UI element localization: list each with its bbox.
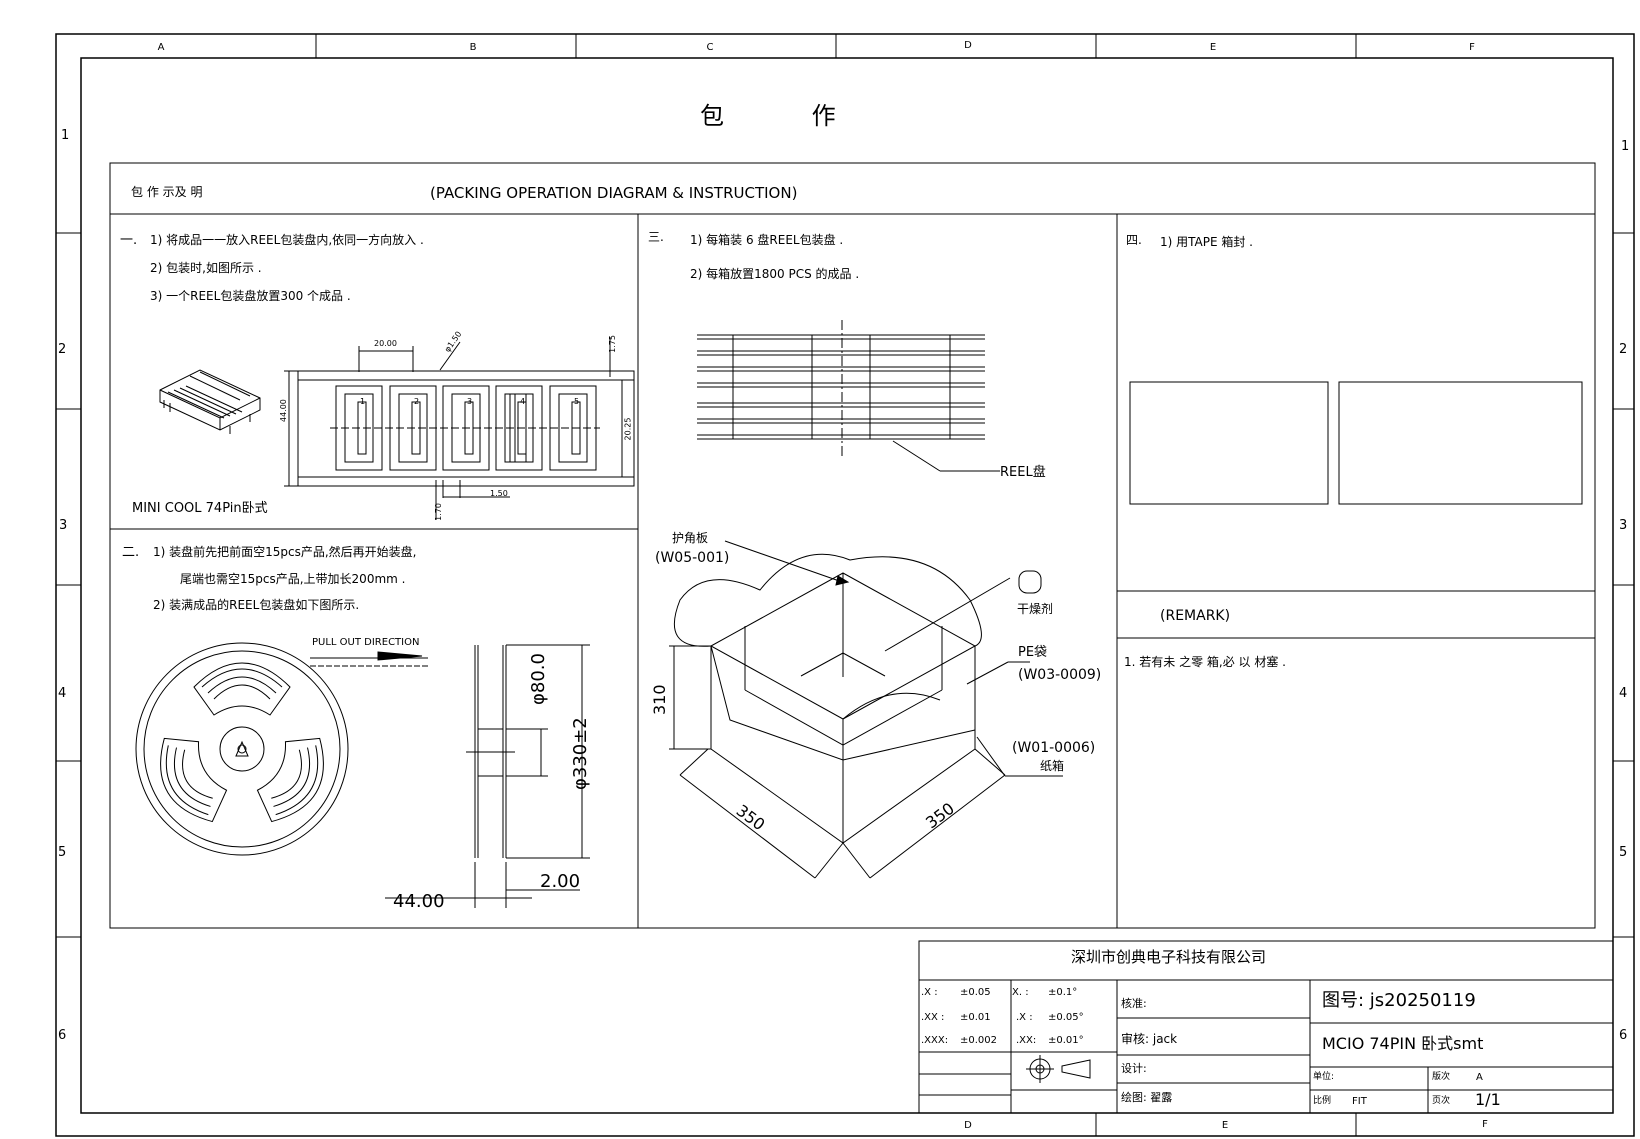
- section1-number: 一.: [120, 233, 138, 248]
- designed-by-label: 设计:: [1121, 1062, 1147, 1075]
- column-label: C: [706, 42, 714, 53]
- header-left-label: 包 作 示及 明: [131, 185, 203, 199]
- drawn-by-label: 绘图: 翟露: [1121, 1091, 1173, 1104]
- section1-line-1: 1) 将成品一一放入REEL包装盘内,依同一方向放入 .: [150, 233, 424, 247]
- desiccant-label: 干燥剂: [1017, 602, 1054, 616]
- dimension-label: 20.25: [623, 417, 633, 441]
- drawing-number: 图号: js20250119: [1322, 990, 1476, 1011]
- section1-line-3: 3) 一个REEL包装盘放置300 个成品 .: [150, 289, 351, 303]
- row-label: 6: [58, 1028, 67, 1043]
- section1-line-2: 2) 包装时,如图所示 .: [150, 261, 262, 275]
- column-label: F: [1482, 1119, 1488, 1130]
- tolerance-key: .XX:: [1016, 1035, 1037, 1046]
- pocket-number: 5: [574, 397, 580, 406]
- carton-code: (W01-0006): [1012, 740, 1096, 756]
- part-name: MCIO 74PIN 卧式smt: [1322, 1034, 1484, 1053]
- tolerance-value: ±0.01: [960, 1012, 991, 1023]
- tolerance-key: .XXX:: [921, 1035, 949, 1046]
- tolerance-value: ±0.05: [960, 987, 991, 998]
- dimension-label: 20.00: [374, 339, 397, 348]
- tolerance-value: ±0.05°: [1048, 1012, 1084, 1023]
- dimension-label: 1.75: [607, 335, 617, 353]
- page-label: 页次: [1432, 1096, 1451, 1106]
- section2-number: 二.: [122, 545, 140, 560]
- column-label: F: [1469, 42, 1475, 53]
- corner-board-label: 护角板: [672, 531, 709, 545]
- scale-label: 比例: [1313, 1096, 1332, 1106]
- pocket-number: 2: [414, 397, 420, 406]
- hub-diameter-label: φ80.0: [528, 653, 549, 705]
- row-label: 1: [1621, 139, 1630, 154]
- dimension-label: 44.00: [279, 399, 288, 422]
- section2-line-3: 2) 装满成品的REEL包装盘如下图所示.: [153, 598, 360, 612]
- company-name: 深圳市创典电子科技有限公司: [1071, 948, 1267, 966]
- approved-by-label: 核准:: [1121, 997, 1147, 1010]
- thickness-label: 2.00: [540, 871, 581, 892]
- row-label: 2: [58, 342, 67, 357]
- version-label: 版次: [1432, 1072, 1451, 1082]
- row-label: 3: [59, 518, 68, 533]
- section3-number: 三.: [648, 230, 664, 244]
- row-label: 3: [1619, 518, 1628, 533]
- remark-text: 1. 若有未 之零 箱,必 以 材塞 .: [1124, 655, 1286, 669]
- section3-line-2: 2) 每箱放置1800 PCS 的成品 .: [690, 267, 860, 281]
- scale-value: FIT: [1352, 1096, 1367, 1107]
- remark-title: (REMARK): [1160, 608, 1231, 624]
- pe-bag-code: (W03-0009): [1018, 667, 1102, 683]
- section2-line-2: 尾端也需空15pcs产品,上带加长200mm .: [180, 572, 406, 586]
- tolerance-key: .X :: [921, 987, 938, 998]
- page-title: 包 作: [700, 102, 876, 130]
- carton-label: 纸箱: [1040, 759, 1065, 773]
- pocket-number: 4: [520, 397, 526, 406]
- column-label: E: [1221, 1120, 1229, 1131]
- tolerance-key: .XX :: [921, 1012, 945, 1023]
- product-label: MINI COOL 74Pin卧式: [132, 501, 268, 516]
- reel-label: REEL盘: [1000, 465, 1046, 480]
- tolerance-key: .X :: [1016, 1012, 1033, 1023]
- corner-board-code: (W05-001): [655, 550, 730, 566]
- row-label: 2: [1619, 342, 1628, 357]
- section2-line-1: 1) 装盘前先把前面空15pcs产品,然后再开始装盘,: [153, 545, 417, 559]
- dimension-label: 1.70: [433, 503, 443, 521]
- unit-label: 单位:: [1313, 1072, 1335, 1082]
- header-center-label: (PACKING OPERATION DIAGRAM & INSTRUCTION…: [430, 184, 798, 202]
- column-label: B: [469, 42, 477, 53]
- width-label: 44.00: [393, 891, 445, 912]
- row-label: 1: [61, 128, 70, 143]
- column-label: D: [964, 1120, 972, 1131]
- tolerance-value: ±0.01°: [1048, 1035, 1084, 1046]
- tolerance-value: ±0.002: [960, 1035, 998, 1046]
- column-label: D: [964, 40, 972, 51]
- box-height-label: 310: [650, 684, 669, 715]
- section3-line-1: 1) 每箱装 6 盘REEL包装盘 .: [690, 233, 844, 247]
- pe-bag-label: PE袋: [1018, 645, 1048, 660]
- row-label: 6: [1619, 1028, 1628, 1043]
- pull-out-direction-label: PULL OUT DIRECTION: [312, 637, 420, 648]
- page-value: 1/1: [1475, 1090, 1501, 1109]
- row-label: 5: [58, 845, 67, 860]
- tolerance-key: X. :: [1012, 987, 1029, 998]
- column-label: A: [157, 42, 165, 53]
- reel-diameter-label: φ330±2: [570, 717, 591, 790]
- row-label: 5: [1619, 845, 1628, 860]
- pocket-number: 1: [360, 397, 366, 406]
- column-label: E: [1209, 42, 1217, 53]
- tolerance-value: ±0.1°: [1048, 987, 1078, 998]
- row-label: 4: [58, 686, 67, 701]
- reviewed-by-label: 审核: jack: [1121, 1032, 1178, 1046]
- pocket-number: 3: [467, 397, 473, 406]
- dimension-label: 1.50: [490, 489, 508, 498]
- section4-line-1: 1) 用TAPE 箱封 .: [1160, 235, 1254, 249]
- row-label: 4: [1619, 686, 1628, 701]
- version-value: A: [1476, 1072, 1483, 1083]
- section4-number: 四.: [1126, 233, 1142, 247]
